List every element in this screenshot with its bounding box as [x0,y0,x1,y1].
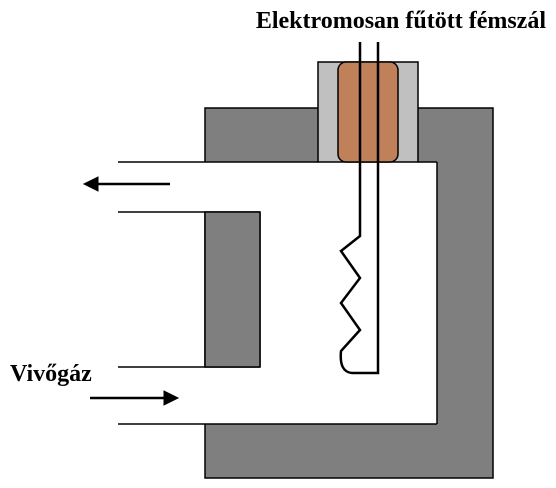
seal-core [337,61,399,163]
outlet-arrowhead [82,176,99,192]
inlet-arrowhead [163,390,180,406]
inlet-arrow [90,390,180,406]
filament-left-lead [339,42,380,375]
carrier-gas-label: Vivőgáz [10,361,92,387]
gas-channel [118,162,437,424]
filament [339,42,380,375]
inner-block [204,211,261,368]
outlet-arrow [82,176,170,192]
filament-label: Elektromosan fűtött fémszál [256,8,547,34]
